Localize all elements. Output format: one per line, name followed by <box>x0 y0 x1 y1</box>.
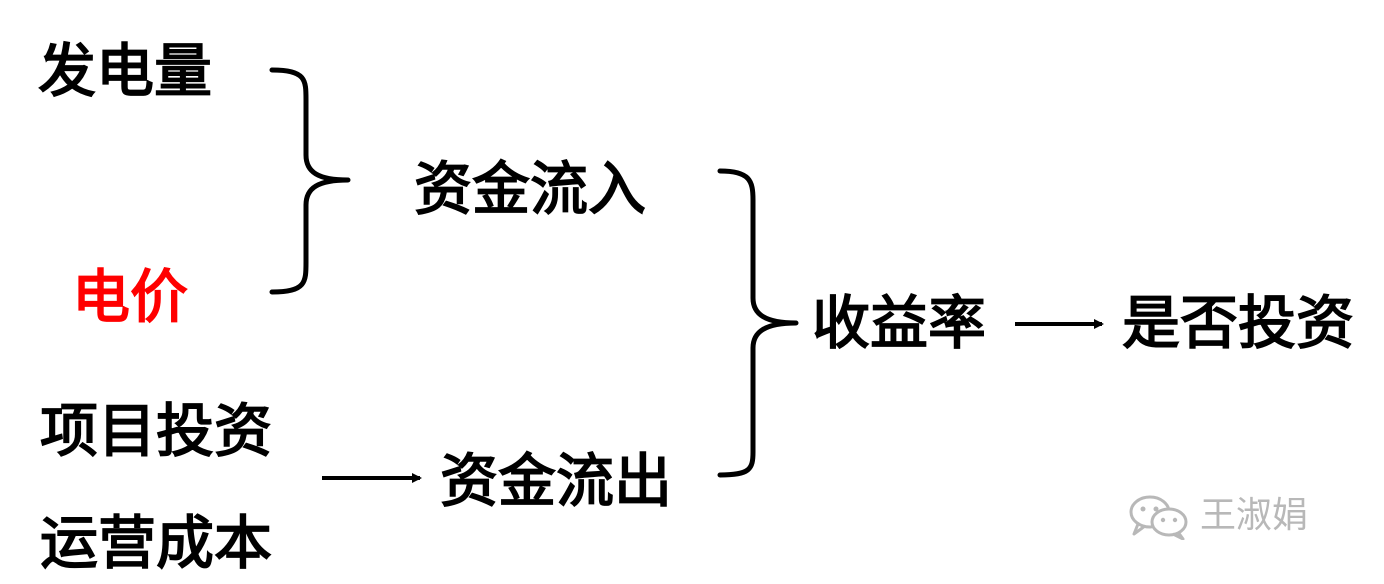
node-invest-decision: 是否投资 <box>1122 289 1355 357</box>
watermark-text: 王淑娟 <box>1200 495 1309 536</box>
node-cash-inflow: 资金流入 <box>414 155 647 223</box>
wechat-icon <box>1129 495 1188 540</box>
node-power-generation: 发电量 <box>38 37 213 105</box>
node-cash-outflow: 资金流出 <box>440 447 673 515</box>
brace-inflow-sources <box>269 67 351 295</box>
node-return-rate: 收益率 <box>812 289 987 357</box>
node-project-investment: 项目投资 <box>40 397 273 465</box>
node-electricity-price: 电价 <box>72 263 189 331</box>
brace-cash-flows <box>717 168 799 478</box>
watermark: 王淑娟 <box>1128 494 1358 544</box>
node-operating-cost: 运营成本 <box>40 509 273 577</box>
